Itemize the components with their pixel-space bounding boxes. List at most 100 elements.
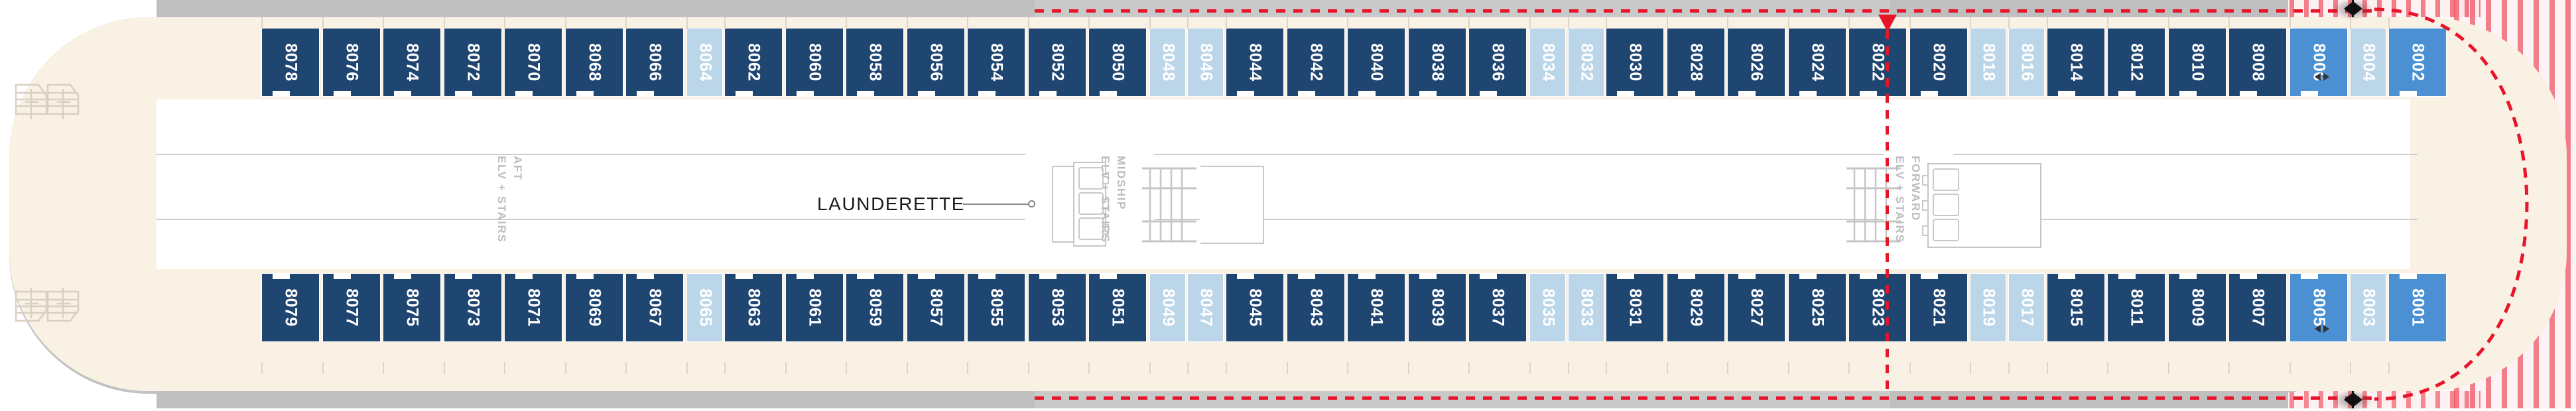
cabin-8065[interactable]: 8065: [686, 273, 723, 342]
cabin-8045[interactable]: 8045: [1226, 273, 1284, 342]
verandah-divider-icon: [2168, 17, 2169, 29]
cabin-8041[interactable]: 8041: [1347, 273, 1405, 342]
cabin-8012[interactable]: 8012: [2107, 28, 2165, 97]
cabin-8026[interactable]: 8026: [1727, 28, 1785, 97]
cabin-8071[interactable]: 8071: [504, 273, 562, 342]
cabin-8039[interactable]: 8039: [1408, 273, 1466, 342]
cabin-8009[interactable]: 8009: [2168, 273, 2226, 342]
cabin-8049[interactable]: 8049: [1149, 273, 1186, 342]
cabin-8061[interactable]: 8061: [785, 273, 844, 342]
cabin-8017[interactable]: 8017: [2008, 273, 2045, 342]
verandah-divider-icon: [1727, 362, 1728, 374]
balcony-band-mid-bottom: [1035, 391, 1890, 408]
cabin-8079[interactable]: 8079: [261, 273, 320, 342]
cabin-8063[interactable]: 8063: [724, 273, 783, 342]
cabin-8030[interactable]: 8030: [1606, 28, 1664, 97]
cabin-8060[interactable]: 8060: [785, 28, 844, 97]
cabin-8001[interactable]: 8001: [2388, 273, 2447, 342]
lifeboat-icon: [12, 285, 53, 329]
cabin-door-notch: [857, 274, 874, 279]
cabin-8057[interactable]: 8057: [907, 273, 965, 342]
verandah-divider-icon: [2289, 362, 2291, 374]
cabin-door-notch: [273, 274, 290, 279]
cabin-8010[interactable]: 8010: [2168, 28, 2226, 97]
cabin-8058[interactable]: 8058: [846, 28, 904, 97]
cabin-8072[interactable]: 8072: [444, 28, 502, 97]
cabin-8042[interactable]: 8042: [1287, 28, 1345, 97]
cabin-8050[interactable]: 8050: [1088, 28, 1147, 97]
cabin-door-notch: [394, 274, 411, 279]
cabin-8077[interactable]: 8077: [322, 273, 381, 342]
cabin-8055[interactable]: 8055: [967, 273, 1025, 342]
verandah-divider-icon: [1347, 362, 1348, 374]
cabin-8005[interactable]: 8005: [2289, 273, 2348, 342]
cabin-door-notch: [2058, 91, 2075, 96]
verandah-divider-icon: [2047, 362, 2048, 374]
cabin-8038[interactable]: 8038: [1408, 28, 1466, 97]
cabin-8037[interactable]: 8037: [1468, 273, 1527, 342]
cabin-8032[interactable]: 8032: [1568, 28, 1604, 97]
cabin-8023[interactable]: 8023: [1848, 273, 1907, 342]
cabin-door-notch: [1358, 274, 1376, 279]
cabin-8004[interactable]: 8004: [2350, 28, 2386, 97]
cabin-8068[interactable]: 8068: [565, 28, 623, 97]
cabin-8018[interactable]: 8018: [1970, 28, 2006, 97]
cabin-door-notch: [515, 274, 533, 279]
cabin-8025[interactable]: 8025: [1788, 273, 1846, 342]
cabin-8014[interactable]: 8014: [2047, 28, 2105, 97]
cabin-8059[interactable]: 8059: [846, 273, 904, 342]
elevator-door: [1922, 225, 1929, 236]
cabin-8047[interactable]: 8047: [1187, 273, 1224, 342]
cabin-8046[interactable]: 8046: [1187, 28, 1224, 97]
cabin-8056[interactable]: 8056: [907, 28, 965, 97]
cabin-8002[interactable]: 8002: [2388, 28, 2447, 97]
cabin-8007[interactable]: 8007: [2228, 273, 2287, 342]
cabin-8074[interactable]: 8074: [383, 28, 441, 97]
cabin-8070[interactable]: 8070: [504, 28, 562, 97]
cabin-8003[interactable]: 8003: [2350, 273, 2386, 342]
cabin-8066[interactable]: 8066: [625, 28, 684, 97]
cabin-8051[interactable]: 8051: [1088, 273, 1147, 342]
cabin-number-label: 8068: [585, 43, 604, 82]
cabin-8029[interactable]: 8029: [1667, 273, 1725, 342]
cabin-8008[interactable]: 8008: [2228, 28, 2287, 97]
cabin-8020[interactable]: 8020: [1909, 28, 1968, 97]
cabin-8011[interactable]: 8011: [2107, 273, 2165, 342]
cabin-8064[interactable]: 8064: [686, 28, 723, 97]
cabin-8015[interactable]: 8015: [2047, 273, 2105, 342]
cabin-8062[interactable]: 8062: [724, 28, 783, 97]
cabin-8035[interactable]: 8035: [1529, 273, 1566, 342]
cabin-8078[interactable]: 8078: [261, 28, 320, 97]
cabin-8027[interactable]: 8027: [1727, 273, 1785, 342]
cabin-8036[interactable]: 8036: [1468, 28, 1527, 97]
cabin-8043[interactable]: 8043: [1287, 273, 1345, 342]
cabin-door-notch: [2301, 91, 2318, 96]
cabin-door-notch: [736, 91, 753, 96]
verandah-divider-icon: [2228, 17, 2230, 29]
cabin-8075[interactable]: 8075: [383, 273, 441, 342]
midship-elevator-label-line2: ELV + STAIRS: [1099, 156, 1112, 243]
cabin-8044[interactable]: 8044: [1226, 28, 1284, 97]
cabin-8048[interactable]: 8048: [1149, 28, 1186, 97]
cabin-8076[interactable]: 8076: [322, 28, 381, 97]
cabin-8022[interactable]: 8022: [1848, 28, 1907, 97]
cabin-8033[interactable]: 8033: [1568, 273, 1604, 342]
cabin-8024[interactable]: 8024: [1788, 28, 1846, 97]
cabin-8052[interactable]: 8052: [1028, 28, 1086, 97]
cabin-8019[interactable]: 8019: [1970, 273, 2006, 342]
cabin-8054[interactable]: 8054: [967, 28, 1025, 97]
cabin-8031[interactable]: 8031: [1606, 273, 1664, 342]
cabin-number-label: 8052: [1048, 43, 1067, 82]
cabin-8040[interactable]: 8040: [1347, 28, 1405, 97]
cabin-8053[interactable]: 8053: [1028, 273, 1086, 342]
verandah-divider-icon: [967, 362, 968, 374]
cabin-8006[interactable]: 8006: [2289, 28, 2348, 97]
cabin-8073[interactable]: 8073: [444, 273, 502, 342]
cabin-8028[interactable]: 8028: [1667, 28, 1725, 97]
cabin-8034[interactable]: 8034: [1529, 28, 1566, 97]
cabin-8021[interactable]: 8021: [1909, 273, 1968, 342]
cabin-8067[interactable]: 8067: [625, 273, 684, 342]
cabin-8016[interactable]: 8016: [2008, 28, 2045, 97]
cabin-8069[interactable]: 8069: [565, 273, 623, 342]
launderette-leader-dot: [1028, 200, 1035, 207]
